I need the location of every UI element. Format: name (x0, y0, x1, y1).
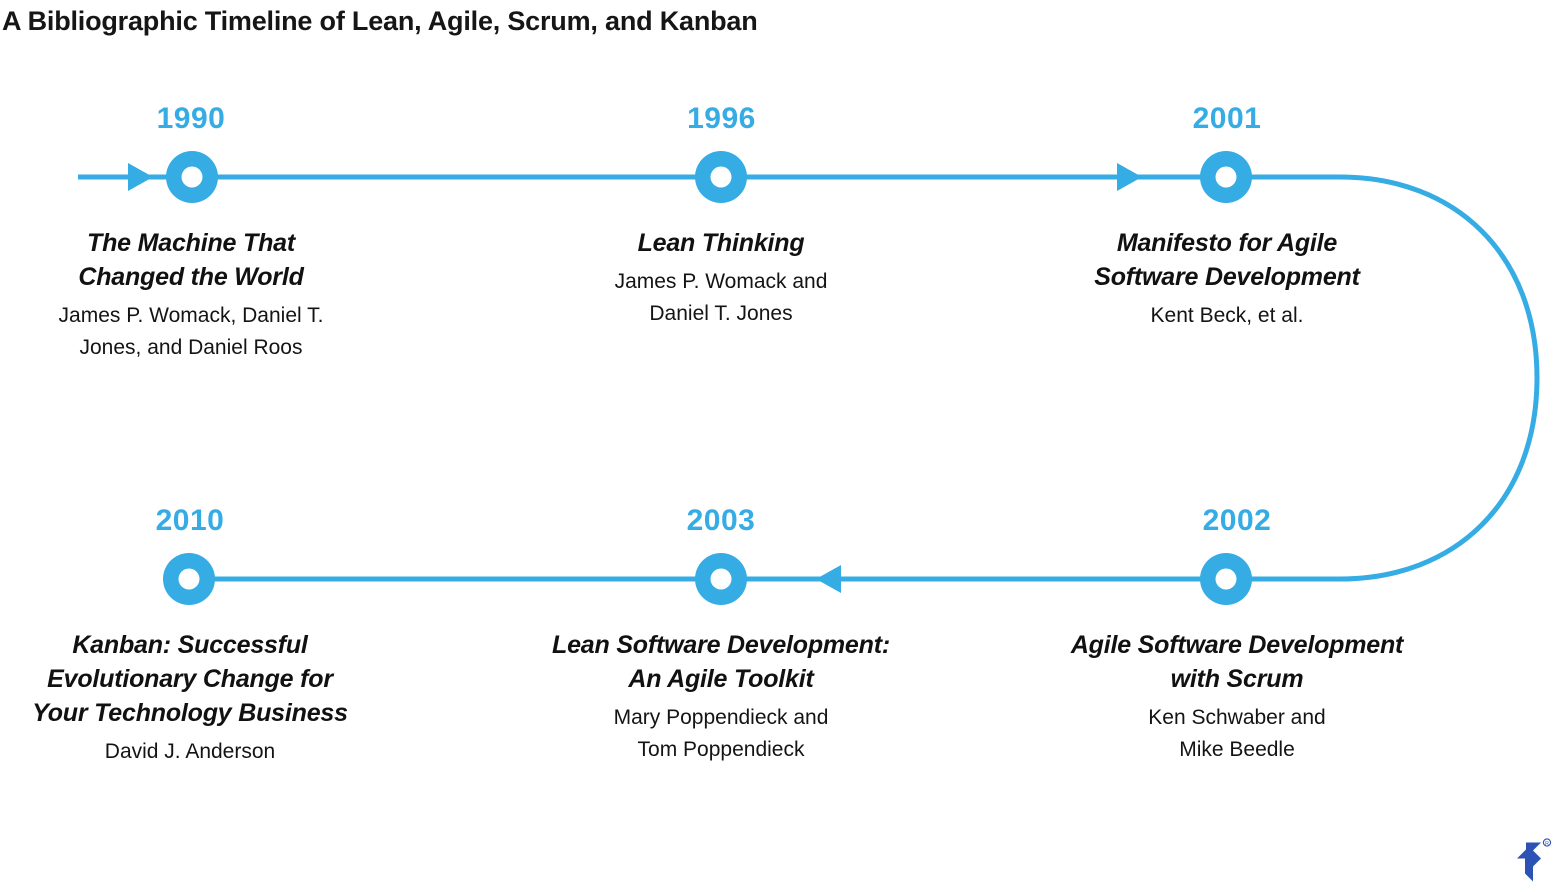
node-title-line: An Agile Toolkit (628, 665, 814, 693)
node-title-line: Changed the World (78, 263, 304, 291)
arrowhead-right-mid (1117, 163, 1142, 191)
node-title-line: Agile Software Development (1070, 631, 1404, 659)
node-title: Lean Software Development: An Agile Tool… (541, 628, 901, 696)
arrowhead-left-mid (816, 565, 841, 593)
node-marker-2010[interactable] (163, 553, 215, 605)
node-marker-1996[interactable] (695, 151, 747, 203)
node-authors-line: Kent Beck, et al. (1150, 304, 1304, 327)
node-year-label: 1990 (156, 102, 226, 135)
timeline-node-2002[interactable]: 2002 Agile Software Development with Scr… (1057, 506, 1417, 766)
node-title: Lean Thinking (541, 226, 901, 260)
toptal-logo[interactable]: R (1504, 838, 1554, 886)
node-authors: James P. Womack and Daniel T. Jones (541, 266, 901, 330)
node-authors-line: David J. Anderson (104, 740, 276, 763)
timeline-node-1996[interactable]: 1996 Lean Thinking James P. Womack and D… (541, 104, 901, 330)
registered-trademark-icon (1542, 838, 1552, 847)
node-authors-line: Daniel T. Jones (649, 301, 793, 325)
node-authors: James P. Womack, Daniel T. Jones, and Da… (11, 300, 371, 364)
node-title: Agile Software Development with Scrum (1057, 628, 1417, 696)
node-title: Kanban: Successful Evolutionary Change f… (10, 628, 370, 730)
node-title-line: Kanban: Successful (72, 631, 308, 659)
node-title: The Machine That Changed the World (11, 226, 371, 294)
node-authors-line: Jones, and Daniel Roos (79, 335, 303, 359)
timeline-uturn-connector (1226, 174, 1540, 582)
node-title-line: Your Technology Business (32, 699, 348, 727)
node-title-line: Software Development (1094, 263, 1360, 291)
node-authors-line: Tom Poppendieck (637, 737, 805, 761)
page-title: A Bibliographic Timeline of Lean, Agile,… (2, 6, 758, 36)
node-authors: Ken Schwaber and Mike Beedle (1057, 702, 1417, 766)
node-authors-line: James P. Womack and (614, 270, 828, 293)
toptal-logo-glyph (1517, 842, 1541, 882)
node-authors-line: Ken Schwaber and (1148, 706, 1326, 729)
node-title-line: with Scrum (1170, 665, 1304, 693)
timeline-node-1990[interactable]: 1990 The Machine That Changed the World … (11, 104, 371, 364)
timeline-node-2001[interactable]: 2001 Manifesto for Agile Software Develo… (1047, 104, 1407, 332)
node-title-line: Manifesto for Agile (1116, 229, 1338, 257)
node-authors-line: James P. Womack, Daniel T. (58, 304, 324, 327)
arrowhead-right-start (128, 163, 153, 191)
node-marker-2002[interactable] (1200, 553, 1252, 605)
node-year-label: 2001 (1192, 102, 1262, 135)
timeline-node-2010[interactable]: 2010 Kanban: Successful Evolutionary Cha… (10, 506, 370, 768)
node-authors-line: Mike Beedle (1179, 737, 1295, 761)
node-title-line: The Machine That (87, 229, 295, 257)
node-title: Manifesto for Agile Software Development (1047, 226, 1407, 294)
node-year-label: 2010 (155, 504, 225, 537)
node-marker-1990[interactable] (166, 151, 218, 203)
node-authors: Kent Beck, et al. (1047, 300, 1407, 332)
registered-trademark-letter: R (1545, 841, 1549, 847)
node-title-line: Lean Software Development: (552, 631, 890, 659)
node-year-label: 2002 (1202, 504, 1272, 537)
node-marker-2001[interactable] (1200, 151, 1252, 203)
node-year-label: 2003 (686, 504, 756, 537)
timeline-node-2003[interactable]: 2003 Lean Software Development: An Agile… (541, 506, 901, 766)
node-title-line: Lean Thinking (637, 229, 805, 257)
node-authors: David J. Anderson (10, 736, 370, 768)
node-marker-2003[interactable] (695, 553, 747, 605)
node-title-line: Evolutionary Change for (47, 665, 333, 693)
node-year-label: 1996 (687, 102, 756, 135)
node-authors-line: Mary Poppendieck and (613, 706, 829, 729)
node-authors: Mary Poppendieck and Tom Poppendieck (541, 702, 901, 766)
